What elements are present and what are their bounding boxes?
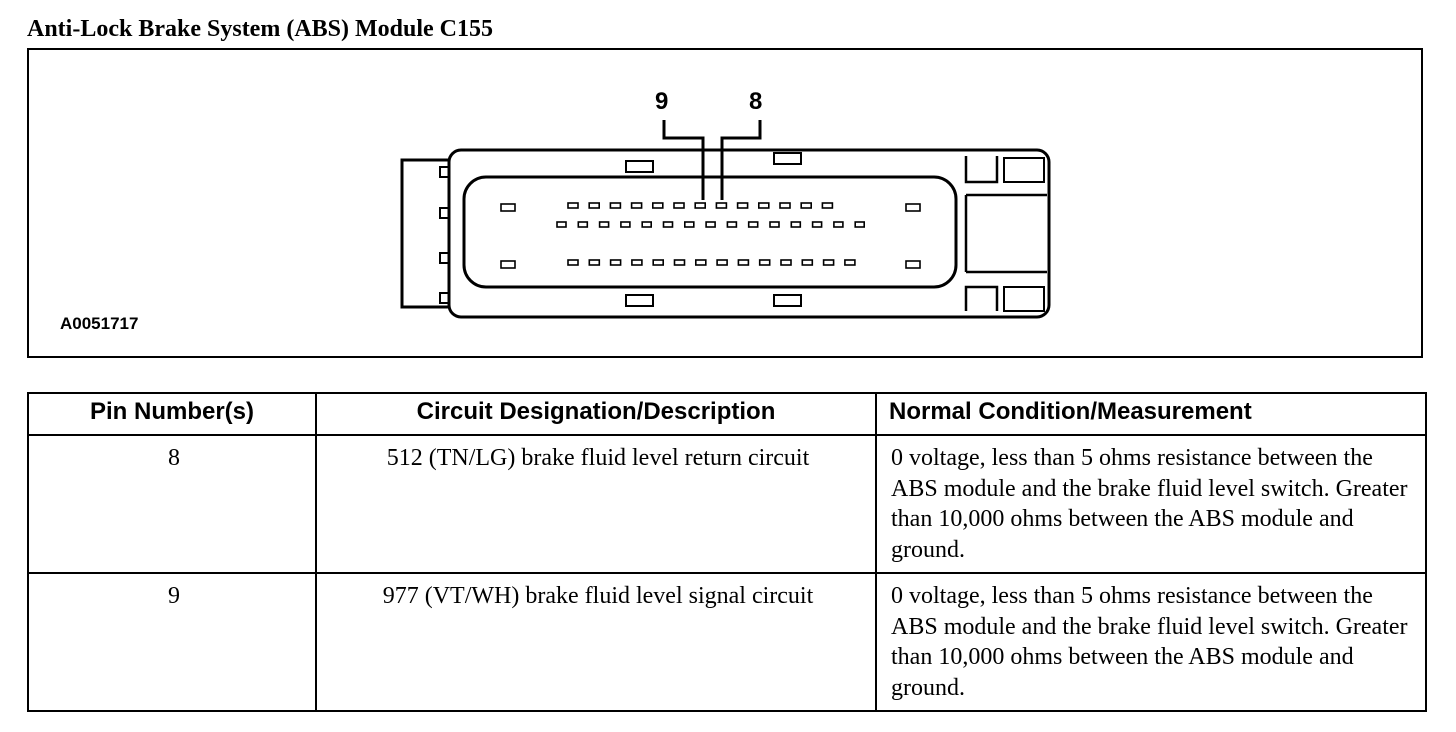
circuit-cell: 512 (TN/LG) brake fluid level return cir… <box>315 434 877 574</box>
terminal-cavity <box>758 259 771 266</box>
terminal-cavity <box>620 221 631 228</box>
terminal-cavity <box>854 221 866 228</box>
terminal-cavity <box>822 259 835 266</box>
pin-9-callout: 9 <box>655 88 669 115</box>
terminal-cavity <box>801 259 814 266</box>
pin-cell: 9 <box>27 572 317 712</box>
terminal-cavity <box>631 259 643 266</box>
terminal-cavity <box>780 259 792 266</box>
terminal-cavity <box>715 202 728 209</box>
connector-figure: 9 8 A0051717 <box>27 48 1423 358</box>
terminal-cavity <box>652 259 665 266</box>
terminal-cavity <box>588 259 601 266</box>
terminal-cavity <box>769 221 780 228</box>
terminal-cavity <box>556 221 567 228</box>
terminal-cavity <box>651 202 664 209</box>
terminal-cavity <box>567 202 579 209</box>
header-pin-numbers: Pin Number(s) <box>27 392 317 436</box>
terminal-cavity <box>747 221 759 228</box>
table-row: 8 512 (TN/LG) brake fluid level return c… <box>27 434 1427 574</box>
terminal-cavity <box>609 259 622 266</box>
terminal-cavity <box>821 202 834 209</box>
header-condition: Normal Condition/Measurement <box>875 392 1427 436</box>
table-header-row: Pin Number(s) Circuit Designation/Descri… <box>27 392 1427 436</box>
terminal-cavity <box>811 221 823 228</box>
terminal-cavity <box>905 203 921 212</box>
page-title: Anti-Lock Brake System (ABS) Module C155 <box>27 16 493 42</box>
terminal-cavity <box>683 221 695 228</box>
terminal-cavity <box>630 202 643 209</box>
terminal-cavity <box>662 221 674 228</box>
terminal-cavity <box>844 259 856 266</box>
pin-table: Pin Number(s) Circuit Designation/Descri… <box>27 392 1427 712</box>
terminal-cavity <box>598 221 610 228</box>
terminal-cavity <box>673 202 685 209</box>
condition-cell: 0 voltage, less than 5 ohms resistance b… <box>875 434 1427 574</box>
terminal-cavity <box>779 202 791 209</box>
terminal-cavity <box>500 203 516 212</box>
terminal-cavity <box>800 202 813 209</box>
terminal-cavity <box>673 259 686 266</box>
terminal-cavity <box>694 259 707 266</box>
condition-cell: 0 voltage, less than 5 ohms resistance b… <box>875 572 1427 712</box>
terminal-cavity <box>588 202 601 209</box>
terminal-cavity <box>641 221 653 228</box>
terminal-cavity <box>694 202 707 209</box>
pin-cell: 8 <box>27 434 317 574</box>
terminal-cavity <box>737 259 750 266</box>
terminal-cavity <box>500 260 516 269</box>
terminal-cavity <box>790 221 802 228</box>
terminal-cavity <box>905 260 921 269</box>
header-circuit: Circuit Designation/Description <box>315 392 877 436</box>
terminal-cavity <box>577 221 589 228</box>
terminal-cavity <box>833 221 844 228</box>
terminal-cavity <box>736 202 749 209</box>
connector-diagram <box>400 120 1051 319</box>
terminal-cavity <box>705 221 716 228</box>
circuit-cell: 977 (VT/WH) brake fluid level signal cir… <box>315 572 877 712</box>
terminal-cavity <box>757 202 770 209</box>
terminal-cavity <box>609 202 622 209</box>
table-row: 9 977 (VT/WH) brake fluid level signal c… <box>27 572 1427 712</box>
pin-8-callout: 8 <box>749 88 763 115</box>
figure-id: A0051717 <box>60 314 139 333</box>
terminal-cavity <box>726 221 738 228</box>
terminal-cavity <box>716 259 728 266</box>
terminal-cavity <box>567 259 579 266</box>
